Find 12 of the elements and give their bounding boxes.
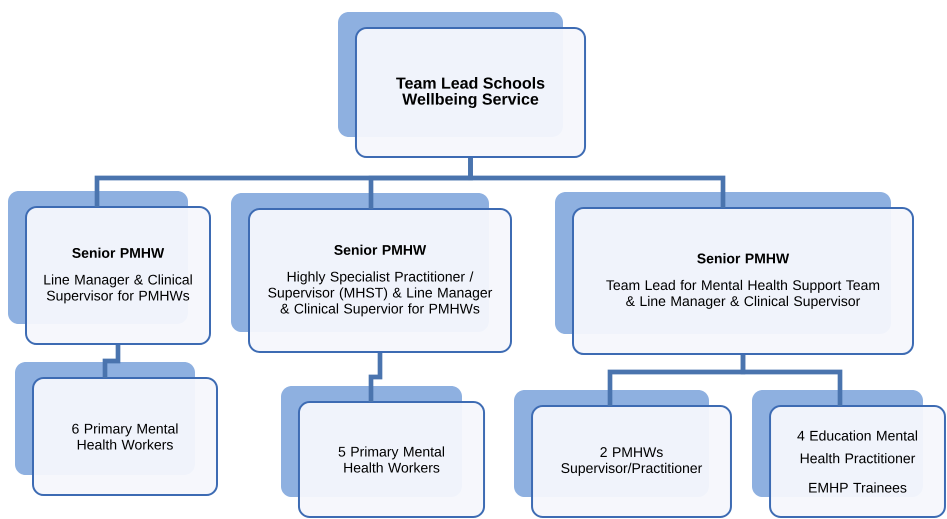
- org-box: Senior PMHW Team Lead for Mental Health Support Team & Line Manager & Clinical Supervisor: [572, 207, 914, 355]
- org-box: Senior PMHW Highly Specialist Practitioner / Supervisor (MHST) & Line Manager & Clinical Supervior for PMHWs: [248, 208, 512, 353]
- connector-line: [368, 352, 382, 402]
- connector-line: [740, 355, 842, 406]
- org-box: Senior PMHW Line Manager & Clinical Supervisor for PMHWs: [25, 206, 211, 346]
- org-box: 2 PMHWs Supervisor/Practitioner: [531, 405, 732, 518]
- org-box: 5 Primary Mental Health Workers: [298, 401, 486, 518]
- org-box: 4 Education Mental Health Practitioner EMHP Trainees: [769, 405, 946, 518]
- connector-line: [468, 158, 726, 208]
- org-box: 6 Primary Mental Health Workers: [32, 376, 218, 496]
- connector-line: [102, 345, 120, 378]
- org-box: Team Lead Schools Wellbeing Service: [354, 26, 586, 158]
